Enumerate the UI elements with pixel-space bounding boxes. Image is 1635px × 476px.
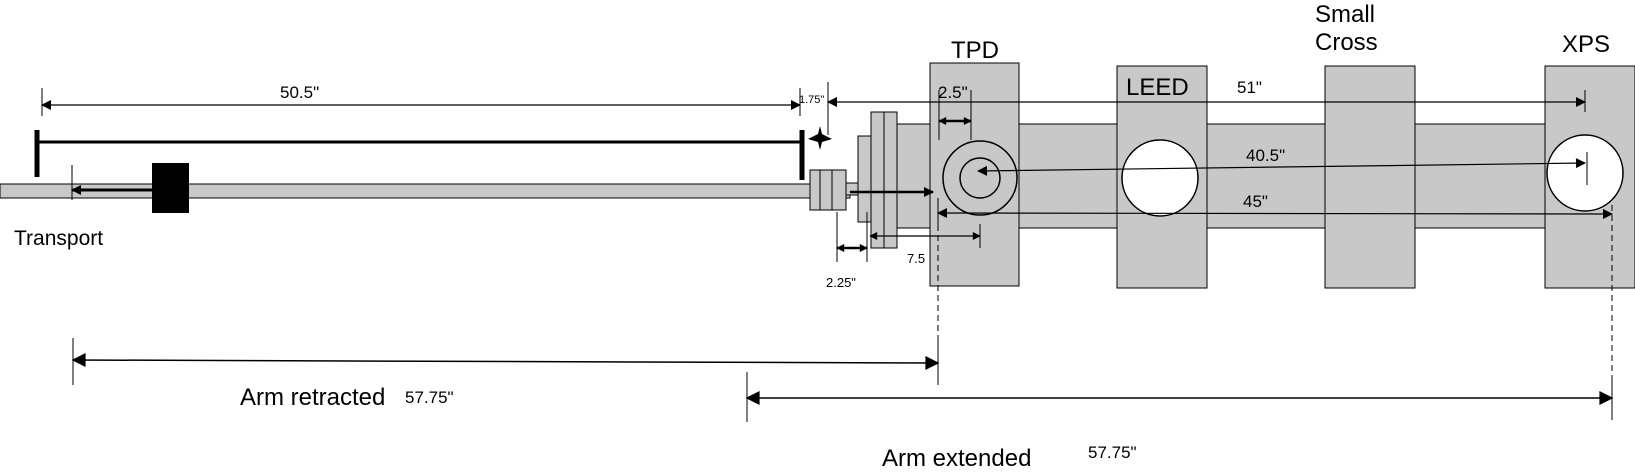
- tpd-label: TPD: [951, 37, 999, 64]
- dim-40-5-label: 40.5": [1246, 146, 1285, 165]
- leed-port: [1121, 139, 1199, 217]
- arm-retracted-line: [71, 353, 940, 370]
- arm-extended-length-label: 57.75": [1088, 443, 1137, 462]
- tpd-port-inner: [959, 157, 1001, 199]
- xps-port: [1546, 134, 1624, 212]
- dim-7-5-label: 7.5: [907, 251, 925, 266]
- dim-50-5-label: 50.5": [280, 83, 319, 102]
- small-cross-label-line2: Cross: [1315, 29, 1378, 56]
- transport-carriage: [152, 163, 189, 213]
- small-cross-chamber: [1324, 65, 1416, 289]
- dim-51-label: 51": [1237, 78, 1262, 97]
- dim-1-75-label: 1.75": [799, 94, 824, 106]
- dim-2-25-label: 2.25": [826, 275, 856, 290]
- xps-label: XPS: [1562, 31, 1610, 58]
- dim-1-75-marker: [808, 126, 832, 150]
- dim-40-5-line: [977, 158, 1586, 176]
- arm-extended-label: Arm extended: [882, 445, 1031, 472]
- small-cross-label-line1: Small: [1315, 1, 1375, 28]
- coupling-block: [809, 169, 847, 211]
- transport-label: Transport: [14, 227, 103, 250]
- flange-small: [857, 135, 872, 223]
- arm-retracted-label: Arm retracted: [240, 384, 385, 411]
- arm-retracted-length-label: 57.75": [405, 388, 454, 407]
- dim-2-5-label: 2.5": [938, 83, 968, 102]
- leed-label: LEED: [1126, 74, 1189, 101]
- dim-45-label: 45": [1243, 192, 1268, 211]
- dim-45-line: [937, 208, 1613, 219]
